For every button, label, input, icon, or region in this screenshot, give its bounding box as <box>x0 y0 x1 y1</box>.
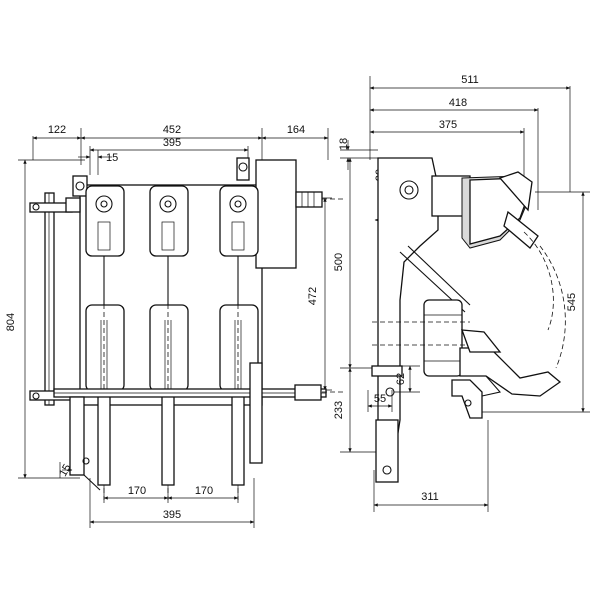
side-view: 511 418 375 18 500 233 90 98 <box>333 74 590 512</box>
pole-3 <box>219 185 259 500</box>
dim-left-offset: 122 <box>48 124 66 136</box>
side-upper-contact <box>399 171 566 369</box>
side-top-dimensions: 511 418 375 <box>369 74 571 210</box>
front-view: 122 452 164 395 15 804 472 <box>5 124 345 528</box>
dim-right-offset: 164 <box>287 124 305 136</box>
side-bottom-dimension: 311 <box>373 420 489 512</box>
dim-depth-overall: 511 <box>461 74 479 86</box>
dim-small-offset-bottom: 15 <box>57 462 74 479</box>
dim-small-offset-top: 15 <box>106 152 118 164</box>
side-bracket-dimensions: 62 55 <box>367 365 420 412</box>
dim-upper-height: 500 <box>333 253 345 271</box>
dim-depth-2: 418 <box>449 97 467 109</box>
drive-shaft <box>53 362 345 491</box>
side-right-dimension: 545 <box>480 191 590 413</box>
dim-pole-pitch-2: 170 <box>195 485 213 497</box>
pole-1 <box>85 185 125 500</box>
side-lower-contact <box>372 299 562 397</box>
front-bottom-dimensions: 15 170 170 395 <box>57 462 255 528</box>
left-frame-bar <box>29 192 73 406</box>
dim-base-depth: 311 <box>421 491 439 503</box>
dim-bracket-width: 55 <box>374 393 386 405</box>
dim-pole-span: 395 <box>163 137 181 149</box>
dim-overall-height: 804 <box>5 313 17 331</box>
dim-contact-height: 545 <box>566 293 578 311</box>
side-left-dimensions: 18 500 233 <box>333 138 390 453</box>
dim-overall-width: 452 <box>163 124 181 136</box>
front-height-dimension: 804 <box>5 159 85 479</box>
dim-top-offset: 18 <box>338 138 350 150</box>
dim-lower-height: 233 <box>333 401 345 419</box>
dim-depth-3: 375 <box>439 119 457 131</box>
dim-pole-pitch-1: 170 <box>128 485 146 497</box>
side-frame <box>375 157 483 483</box>
pole-2 <box>149 185 189 500</box>
dim-pole-span-bottom: 395 <box>163 509 181 521</box>
dim-bracket-height: 62 <box>395 373 407 385</box>
dim-mounting-height: 472 <box>307 287 319 305</box>
